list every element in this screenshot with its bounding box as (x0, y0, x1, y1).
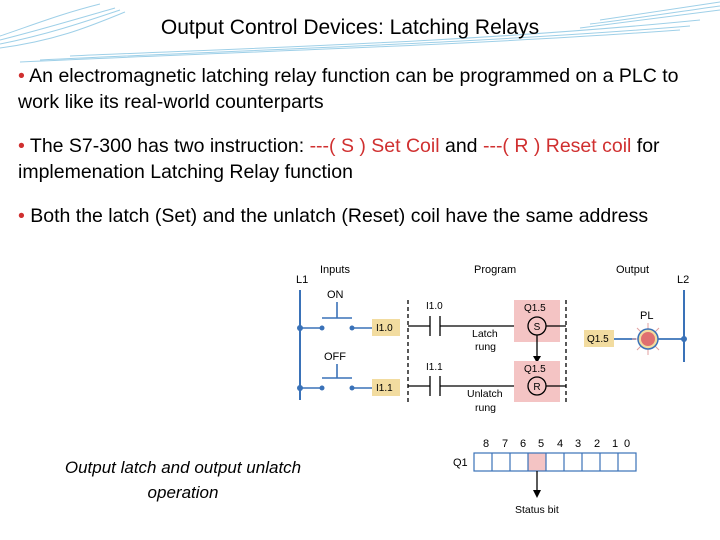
on-pushbutton (300, 302, 372, 329)
pl-label: PL (640, 310, 653, 322)
bit-label: 8 (483, 438, 489, 450)
bullet-dot: • (18, 135, 25, 157)
terminal-dot (349, 385, 355, 391)
set-coil-text: ---( S ) Set Coil (309, 135, 440, 157)
register-q1 (473, 452, 637, 472)
slide-title: Output Control Devices: Latching Relays (160, 16, 540, 39)
bullet-text-post: for implemenation Latching Relay functio… (18, 135, 660, 183)
l1-label: L1 (296, 274, 308, 286)
bit-label: 0 (624, 438, 630, 450)
on-label: ON (327, 289, 344, 301)
unlatch-rung-label-2: rung (475, 402, 496, 414)
set-coil-address: Q1.5 (524, 303, 546, 314)
bit-label: 2 (594, 438, 600, 450)
bit-label: 6 (520, 438, 526, 450)
terminal-dot (349, 325, 355, 331)
bullet-dot: • (18, 65, 25, 87)
arrowhead (533, 356, 541, 363)
latch-rung-label-2: rung (475, 341, 496, 353)
contact-address-1: I1.0 (426, 301, 443, 312)
bit-label: 1 (612, 438, 618, 450)
bullet-text-pre: The S7-300 has two instruction: (29, 135, 310, 157)
register-label: Q1 (453, 457, 468, 469)
bullet-2: • The S7-300 has two instruction: ---( S… (18, 133, 708, 185)
off-label: OFF (324, 351, 346, 363)
l2-label: L2 (677, 274, 689, 286)
status-bit-highlight (528, 453, 546, 471)
terminal-dot (319, 325, 325, 331)
latch-rung-label-1: Latch (472, 328, 498, 340)
bullet-1: • An electromagnetic latching relay func… (18, 63, 708, 115)
no-contact-i1-0 (408, 316, 526, 336)
figure-caption: Output latch and output unlatch operatio… (38, 455, 328, 505)
bit-label: 5 (538, 438, 544, 450)
bit-label: 3 (575, 438, 581, 450)
unlatch-rung-label-1: Unlatch (467, 388, 503, 400)
status-bit-label: Status bit (515, 504, 559, 516)
bit-label: 4 (557, 438, 563, 450)
output-terminal-q1-5 (584, 330, 614, 347)
bullet-3: • Both the latch (Set) and the unlatch (… (18, 203, 708, 229)
terminal-dot (319, 385, 325, 391)
contact-address-2: I1.1 (426, 362, 443, 373)
caption-line-2: operation (147, 483, 219, 502)
bullet-text: Both the latch (Set) and the unlatch (Re… (30, 205, 649, 227)
off-pushbutton (300, 364, 372, 389)
program-label: Program (474, 264, 516, 276)
inputs-label: Inputs (320, 264, 350, 276)
title-underline (19, 19, 701, 63)
caption-line-1: Output latch and output unlatch (64, 458, 302, 477)
input-terminal-i1-0 (372, 319, 400, 336)
output-address: Q1.5 (587, 334, 609, 345)
bit-number-labels: 8 7 6 5 4 3 2 1 0 (483, 438, 630, 450)
reset-coil-address: Q1.5 (524, 364, 546, 375)
reset-coil-text: ---( R ) Reset coil (482, 135, 632, 157)
input-address-2: I1.1 (376, 383, 393, 394)
output-label: Output (616, 264, 649, 276)
input-terminal-i1-1 (372, 379, 400, 396)
bullet-dot: • (18, 205, 25, 227)
input-address-1: I1.0 (376, 323, 393, 334)
top-left-swoosh (0, 3, 126, 49)
bullet-text: An electromagnetic latching relay functi… (18, 65, 679, 113)
bit-label: 7 (502, 438, 508, 450)
bullet-text-mid: and (439, 135, 483, 157)
set-coil-letter: S (534, 322, 541, 333)
top-right-swoosh (579, 1, 720, 29)
reset-coil-letter: R (533, 382, 540, 393)
no-contact-i1-1 (408, 376, 526, 396)
arrowhead (533, 490, 541, 498)
